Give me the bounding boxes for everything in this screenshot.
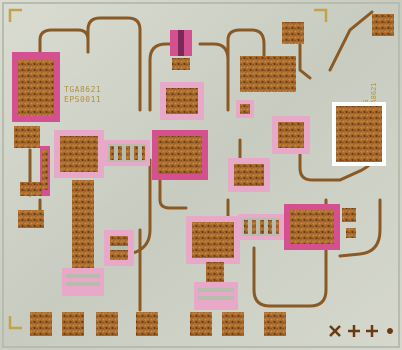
cross-mark-icon	[329, 325, 341, 337]
bond-pad-top-far-right	[372, 14, 394, 36]
capacitor-center	[152, 130, 208, 180]
capacitor-right-small	[236, 100, 254, 118]
capacitor-top-right-block	[240, 56, 296, 92]
dot-mark-icon	[387, 328, 393, 334]
transistor-stage-1	[104, 140, 150, 166]
die-edge	[2, 2, 400, 348]
alignment-mark-icon	[8, 8, 328, 330]
capacitor-left-main	[54, 130, 104, 178]
bond-pad-top-right	[282, 22, 304, 44]
dc-feed-left	[62, 180, 104, 296]
dc-feed-center	[194, 262, 238, 310]
capacitor-right-mid	[272, 116, 310, 154]
svg-text:TGA8621: TGA8621	[370, 82, 378, 112]
capacitor-left-small	[104, 230, 134, 266]
bond-pad-right-large	[332, 102, 386, 166]
capacitor-lower-right	[284, 204, 340, 250]
capacitor-center-right	[228, 158, 270, 192]
bond-pad-top-left	[12, 52, 60, 122]
capacitor-mid-upper	[160, 82, 204, 120]
chip-label-main: TGA8621 EPS0011	[64, 85, 101, 104]
capacitor-lower-center	[186, 216, 240, 264]
svg-text:TGA8621: TGA8621	[64, 85, 101, 94]
svg-text:EPS0011: EPS0011	[64, 95, 101, 104]
bond-pads-bottom	[30, 312, 286, 336]
plus-mark-icon	[348, 325, 378, 337]
transistor-stage-2	[238, 214, 284, 240]
bond-pad-right-lower	[342, 208, 356, 238]
resistor-strip-left	[14, 126, 50, 228]
bias-pad-top-center	[170, 30, 192, 70]
